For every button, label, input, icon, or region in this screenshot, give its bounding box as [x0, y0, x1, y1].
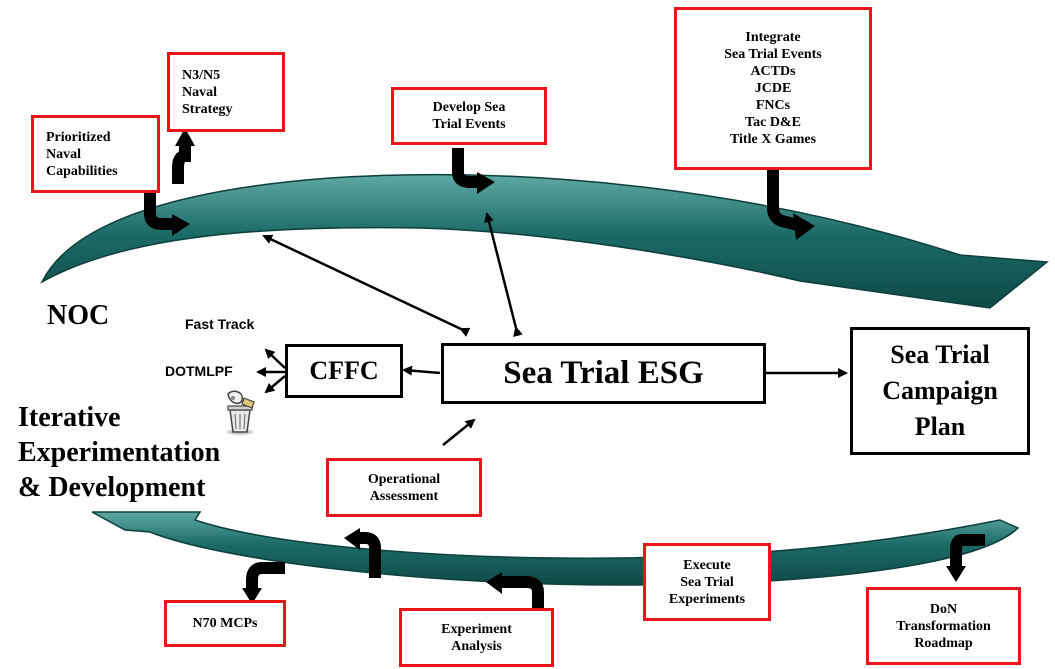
noc-label: NOC [47, 300, 110, 331]
experiment-analysis-box: Experiment Analysis [399, 608, 554, 667]
prioritized-naval-capabilities-box: Prioritized Naval Capabilities [31, 115, 160, 193]
trash-can-icon [227, 390, 255, 435]
cffc-box: CFFC [285, 344, 403, 398]
curved-arrow-n3n5 [172, 145, 191, 184]
curved-arrow-n70 [246, 562, 285, 590]
upper-cycle-arrow [40, 173, 1049, 309]
arrow-cffc-to-fast-track [264, 348, 286, 369]
curved-arrow-heads [172, 128, 966, 604]
curved-arrow-operational [359, 532, 381, 578]
sea-trial-esg-box: Sea Trial ESG [441, 343, 766, 404]
arrow-cffc-to-trash [264, 375, 286, 394]
curved-arrow-analysis [500, 576, 544, 610]
arrow-operational-to-esg [442, 418, 476, 446]
sea-trial-campaign-plan-box: Sea Trial Campaign Plan [850, 327, 1030, 455]
integrate-box: Integrate Sea Trial Events ACTDs JCDE FN… [674, 7, 872, 170]
iterative-label: Iterative Experimentation & Development [18, 402, 221, 503]
arrow-esg-to-develop [484, 212, 523, 337]
curved-arrow-don [950, 534, 985, 566]
lower-cycle-arrow [91, 511, 1020, 586]
don-transformation-roadmap-box: DoN Transformation Roadmap [866, 587, 1021, 665]
curved-pointer-arrows [144, 145, 985, 610]
n70-mcps-box: N70 MCPs [164, 600, 286, 647]
n3n5-naval-strategy-box: N3/N5 Naval Strategy [167, 52, 285, 132]
curved-arrow-integrate [767, 168, 799, 231]
dotmlpf-label: DOTMLPF [165, 363, 233, 379]
fast-track-label: Fast Track [185, 316, 255, 332]
arrow-esg-to-upper-left [262, 234, 471, 337]
connector-arrows [256, 212, 848, 446]
curved-arrow-prioritized [144, 190, 173, 230]
arrow-esg-to-cffc [402, 365, 441, 376]
execute-sea-trial-experiments-box: Execute Sea Trial Experiments [643, 543, 771, 621]
curved-arrow-develop [452, 148, 478, 188]
operational-assessment-box: Operational Assessment [326, 458, 482, 517]
develop-sea-trial-events-box: Develop Sea Trial Events [391, 87, 547, 145]
